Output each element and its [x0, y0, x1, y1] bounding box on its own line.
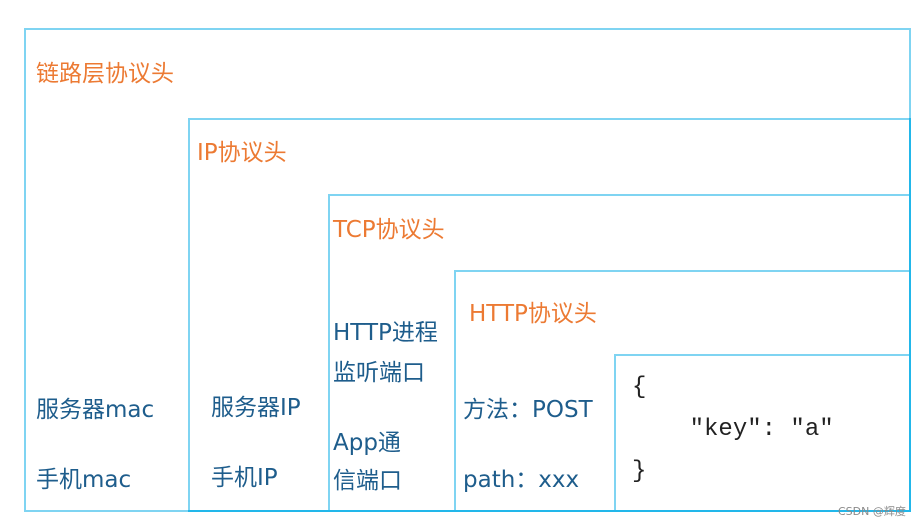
ip-layer-server-ip: 服务器IP: [211, 395, 301, 421]
tcp-layer-http-process: HTTP进程: [333, 320, 438, 346]
link-layer-title: 链路层协议头: [36, 61, 174, 87]
tcp-layer-title: TCP协议头: [333, 217, 445, 243]
body-key-value: "key": "a": [632, 416, 834, 443]
ip-layer-phone-ip: 手机IP: [211, 465, 278, 491]
tcp-layer-comm-port: 信端口: [333, 468, 402, 494]
http-layer-title: HTTP协议头: [469, 301, 597, 327]
body-open-brace: {: [632, 374, 647, 401]
tcp-layer-listen-port: 监听端口: [333, 360, 425, 386]
http-layer-method: 方法：POST: [463, 397, 593, 423]
tcp-layer-app-comm: App通: [333, 430, 401, 456]
watermark: CSDN @辉度: [838, 505, 906, 518]
http-layer-path: path：xxx: [463, 467, 580, 493]
link-layer-phone-mac: 手机mac: [36, 467, 132, 493]
right-edge-accent: [909, 118, 911, 512]
http-body-box: [614, 354, 911, 512]
body-close-brace: }: [632, 458, 647, 485]
ip-layer-title: IP协议头: [197, 140, 287, 166]
link-layer-server-mac: 服务器mac: [36, 397, 155, 423]
bottom-edge-accent: [188, 510, 911, 512]
